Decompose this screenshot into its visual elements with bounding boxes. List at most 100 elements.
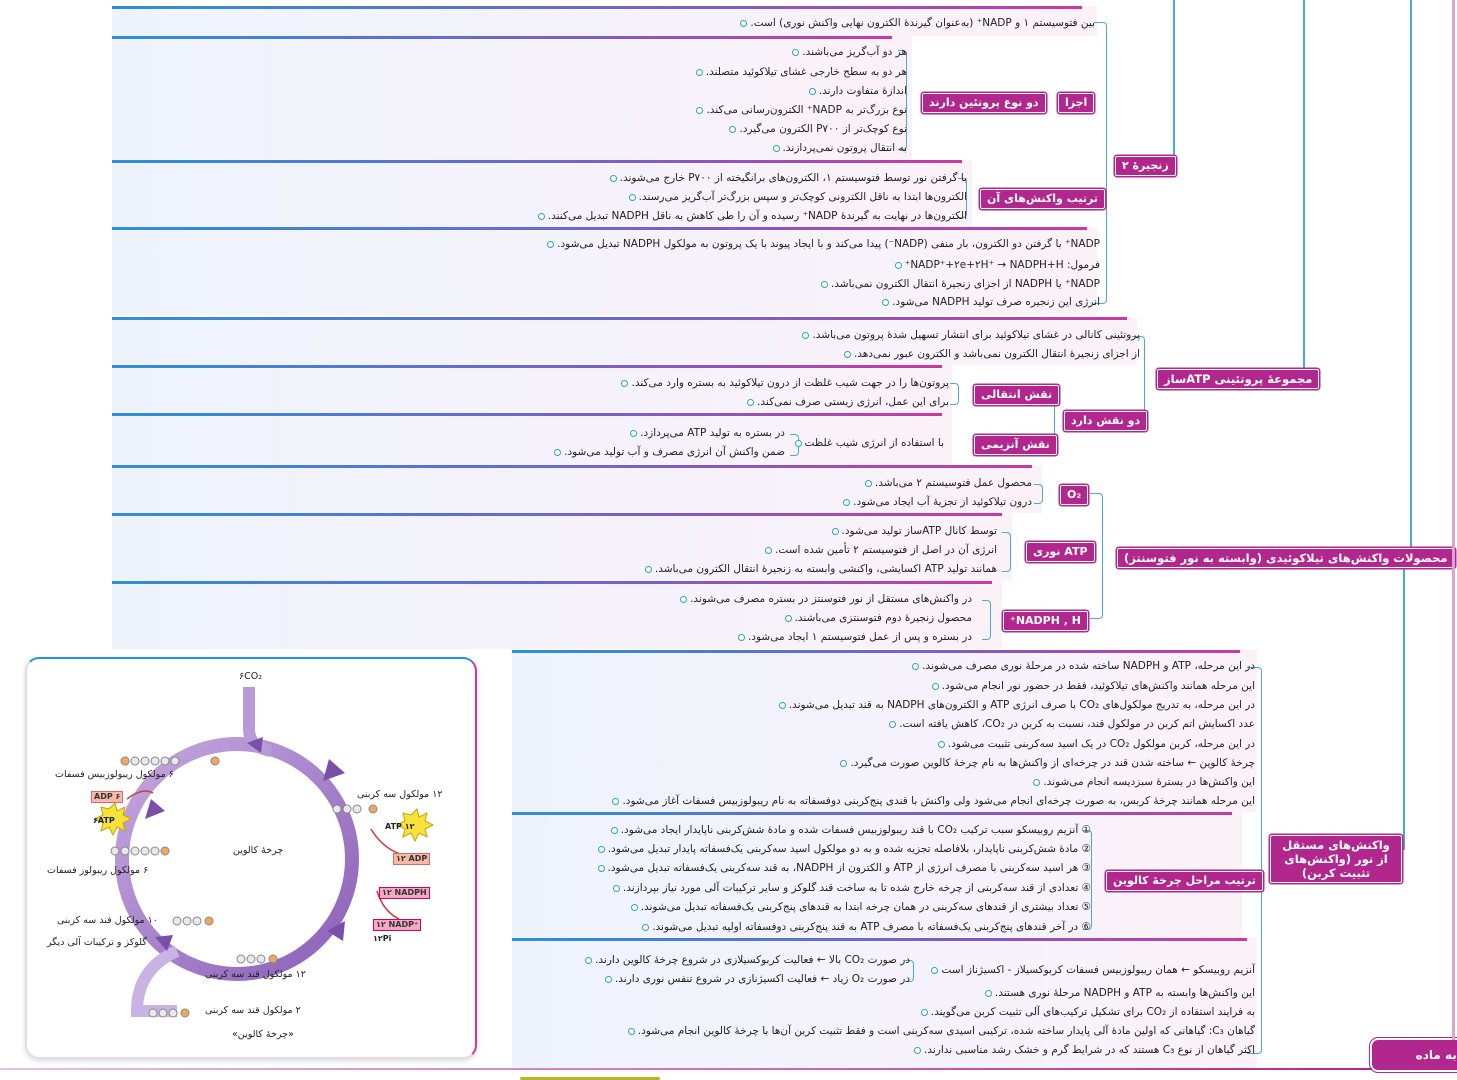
cycle-arrowhead [327,921,345,941]
frame-line [1173,0,1175,165]
nadph-item: در واکنش‌های مستقل از نور فتوسنتز در بست… [680,592,972,606]
nadp-chip: ۱۲ NADP⁺ [373,919,422,931]
tail-item: گیاهان C₃: گیاهانی که اولین مادهٔ آلی پا… [628,1024,1255,1038]
tag-enzyme: نقش آنزیمی [974,435,1057,455]
rubp-molecule [120,756,220,766]
bracket-products [1090,493,1103,619]
calvin-step: ⑥ در آخر قندهای پنج‌کربنی یک‌فسفاته با م… [642,920,1091,934]
cycle-arrowhead [247,737,263,753]
panel-rule [512,812,1232,815]
g3p10-label: ۱۰ مولکول قند سه کربنی [57,915,158,926]
o2-item: محصول عمل فتوسیستم ۲ می‌باشد. [865,476,1032,490]
r5p-label: ۶ مولکول ریبولوز فسفات [47,865,149,876]
nadph-chip: ۱۲ NADPH [379,887,430,899]
tail-item: اکثر گیاهان از نوع C₃ هستند که در شرایط … [914,1043,1255,1057]
calvin-step: ③ هر اسید سه‌کربنی با مصرف انرژی از ATP … [598,861,1092,875]
independent-item: عدد اکسایش اتم کربن در مولکول قند، نسبت … [889,717,1255,731]
tag-atp-light: ATP نوری [1026,542,1095,562]
cycle-arrowhead [145,799,165,819]
right-edge-rule [1452,0,1455,1040]
tag-products: محصولات واکنش‌های تیلاکوئیدی (وابسته به … [1117,548,1455,568]
transport-item: برای این عمل، انرژی زیستی صرف نمی‌کند. [747,395,949,409]
enzyme-lead: با استفاده از انرژی شیب غلظت [795,436,944,450]
tag-two-roles: دو نقش دارد [1064,411,1148,431]
panel-rule [112,6,1082,9]
phosphate-label: ۱۲Pi [373,934,392,943]
calvin-step: ① آنزیم روبیسکو سبب ترکیب CO₂ با قند ریب… [611,823,1091,837]
tag-independent: واکنش‌های مستقل از نور (واکنش‌های تثبیت … [1270,835,1402,883]
atp-light-item: توسط کانال ATPساز تولید می‌شود. [832,524,997,538]
panel-rule [112,36,892,39]
calvin-cycle-figure: ۶CO₂ چرخهٔ کالوین ۶ مولکول ریبولوزبیس فس… [25,657,477,1059]
rubisco-item: در صورت O₂ زیاد ← فعالیت اکسیژنازی در شر… [605,972,910,986]
bracket-transport [950,383,959,405]
tag-chain2: زنجیرهٔ ۲ [1115,156,1176,176]
atp-item: پروتئینی کانالی در غشای تیلاکوئید برای ا… [802,328,1140,342]
protein-item: اندازهٔ متفاوت دارند. [809,84,907,98]
frame-line [1410,0,1412,555]
pga-molecule [332,804,378,814]
panel-rule [112,317,1127,320]
panel-rule [112,160,962,163]
rubp-label: ۶ مولکول ریبولوزبیس فسفات [55,769,174,780]
atp-light-item: انرژی آن در اصل از فتوسیستم ۲ تأمین شده … [765,543,997,557]
cycle-arrowhead [155,935,173,951]
nadp-formula: فرمول: NADP⁺+۲e+۲H⁺ → NADPH+H⁺ [895,258,1100,272]
o2-item: درون تیلاکوئید از تجزیهٔ آب ایجاد می‌شود… [843,495,1032,509]
g3p-molecule [148,916,278,1018]
calvin-step: ② مادهٔ شش‌کربنی ناپایدار، بلافاصله تجزی… [598,842,1091,856]
order-item: با گرفتن نور توسط فتوسیستم ۱، الکترون‌ها… [610,171,967,185]
frame-line [1403,560,1405,850]
r5p-molecule [110,846,170,856]
nadp-item: NADP⁺ یا NADPH از اجزای زنجیرهٔ انتقال ا… [821,277,1100,291]
enzyme-item: در بستره به تولید ATP می‌پردازد. [630,426,785,440]
section-tab-label: ی به ماده [1415,1048,1457,1062]
bracket-chain2 [1094,22,1107,304]
panel-rule [112,465,1032,468]
panel-proteins [112,36,912,160]
order-item: الکترون‌ها ابتدا به ناقل الکترونی کوچک‌ت… [629,190,967,204]
independent-item: در این مرحله، به تدریج مولکول‌های CO₂ با… [779,698,1255,712]
tag-calvin-steps: ترتیب مراحل چرخهٔ کالوین [1106,871,1263,891]
panel-rule [112,513,1002,516]
calvin-step: ⑤ تعداد بیشتری از قندهای سه‌کربنی در هما… [631,900,1091,914]
protein-item: هر دو آب‌گریز می‌باشند. [792,45,907,59]
rubisco-item: در صورت CO₂ بالا ← فعالیت کربوکسیلازی در… [585,953,910,967]
adp-chip: ۱۲ ADP [393,853,431,865]
independent-item: در این مرحله، ATP و NADPH ساخته شده در م… [912,659,1255,673]
protein-item: هر دو به سطح خارجی غشای تیلاکوئید متصلند… [696,65,907,79]
nadp-item: انرژی این زنجیره صرف تولید NADPH می‌شود. [882,295,1100,309]
bottom-accent [520,1077,660,1080]
nadph-item: در بستره و پس از عمل فتوسیستم ۱ ایجاد می… [738,630,972,644]
figure-caption: «چرخهٔ کالوین» [232,1029,294,1040]
protein-item: نوع بزرگ‌تر به NADP⁺ الکترون‌رسانی می‌کن… [696,103,907,117]
cycle-arrowhead [323,759,345,781]
bracket-o2 [1034,484,1043,504]
transport-item: پروتون‌ها را در جهت شیب غلظت از درون تیل… [621,376,949,390]
tag-two-proteins: دو نوع پروتئین دارند [922,93,1046,113]
atp-burst-icon [395,808,435,843]
co2-label: ۶CO₂ [239,671,263,682]
rubisco-lead: آنزیم روبیسکو ← همان ریبولوزبیس فسفات کر… [931,963,1255,977]
independent-item: چرخهٔ کالوین ← ساخته شدن قند در چرخه‌ای … [840,756,1255,770]
atp-item: از اجزای زنجیرهٔ انتقال الکترون نمی‌باشد… [844,347,1140,361]
atp-chip: ۱۲ ATP [385,822,415,831]
atp-chip: ۶ATP [93,816,115,825]
adp-chip: ADP ۶ [91,791,124,803]
tail-item: این واکنش‌ها وابسته به ATP و NADPH مرحله… [985,986,1255,1000]
tag-order: ترتیب واکنش‌های آن [980,189,1105,209]
pga-label: ۱۲ مولکول سه کربنی [357,789,443,800]
tag-o2: O₂ [1060,485,1089,505]
nadph-item: محصول زنجیرهٔ دوم فتوسنتزی می‌باشند. [785,611,972,625]
protein-item: نوع کوچک‌تر از P۷۰۰ الکترون می‌گیرد. [729,122,907,136]
tag-independent-text: واکنش‌های مستقل از نور (واکنش‌های تثبیت … [1282,838,1390,880]
reaction-arrow [376,890,400,920]
panel-rule [512,938,1247,941]
enzyme-item: ضمن واکنش آن انرژی مصرف و آب تولید می‌شو… [554,445,785,459]
independent-item: این مرحله همانند چرخهٔ کربس، به صورت چرخ… [612,794,1255,808]
section-tab[interactable]: ی به ماده [1372,1040,1457,1070]
tag-nadph: NADPH , H⁺ [1003,611,1088,631]
panel-rule [512,650,1240,653]
nadp-item: NADP⁺ با گرفتن دو الکترون، بار منفی (NAD… [547,237,1100,251]
